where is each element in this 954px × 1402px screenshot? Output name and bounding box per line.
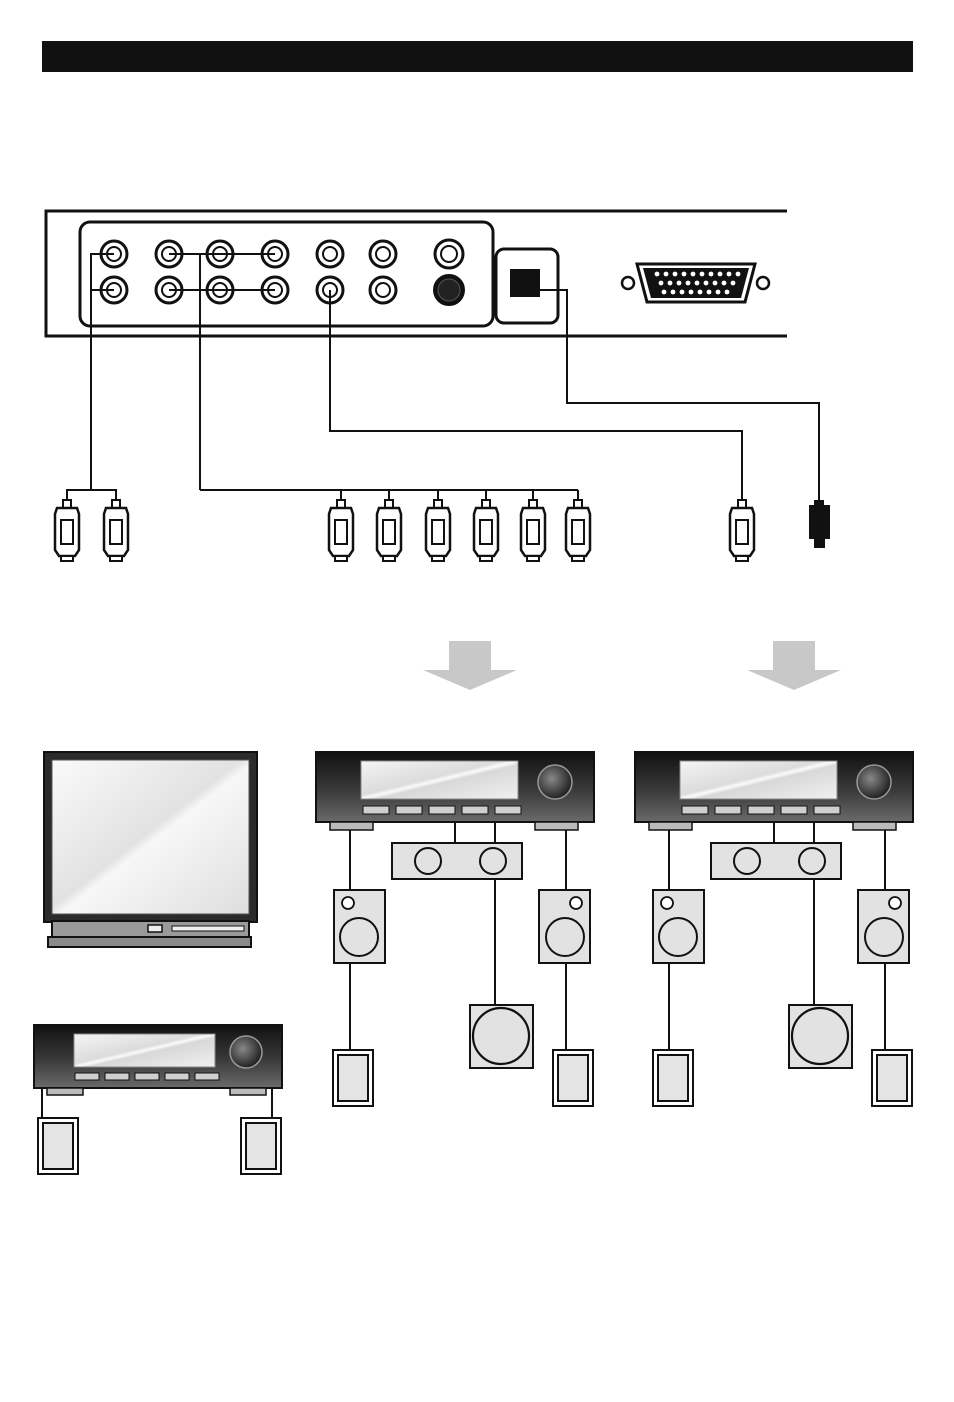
rca-plug-icon [55,500,79,561]
stereo-receiver-icon [34,1025,282,1118]
front-speaker-icon [539,890,590,963]
rca-plug-icon [377,500,401,561]
optical-port-icon [510,269,540,297]
television-icon [44,752,257,947]
rear-speaker-icon [333,1050,373,1106]
down-arrow-icon [423,641,517,690]
down-arrow-icon [747,641,841,690]
rca-plug-icon [329,500,353,561]
subwoofer-icon [470,1005,533,1068]
center-speaker-icon [392,843,522,879]
front-speaker-icon [334,890,385,963]
rca-jacks-top-row [101,240,463,268]
front-speaker-icon [858,890,909,963]
rca-plug-icon [474,500,498,561]
speaker-icon [241,1118,281,1174]
optical-plug-icon [809,500,830,548]
rca-plug-icon [426,500,450,561]
rear-speaker-icon [553,1050,593,1106]
rca-plug-icon [104,500,128,561]
subwoofer-icon [789,1005,852,1068]
rca-jacks-bottom-row [101,275,464,305]
rca-plug-icon [521,500,545,561]
rear-speaker-icon [653,1050,693,1106]
front-speaker-icon [653,890,704,963]
vga-port-icon [622,264,769,302]
speaker-icon [38,1118,78,1174]
rca-plugs-stereo [55,500,128,561]
rca-plug-coaxial-icon [730,500,754,561]
surround-receiver-icon [316,752,594,830]
rear-speaker-icon [872,1050,912,1106]
center-speaker-icon [711,843,841,879]
rca-plug-icon [566,500,590,561]
rca-plugs-multichannel [329,500,590,561]
surround-receiver-icon [635,752,913,830]
